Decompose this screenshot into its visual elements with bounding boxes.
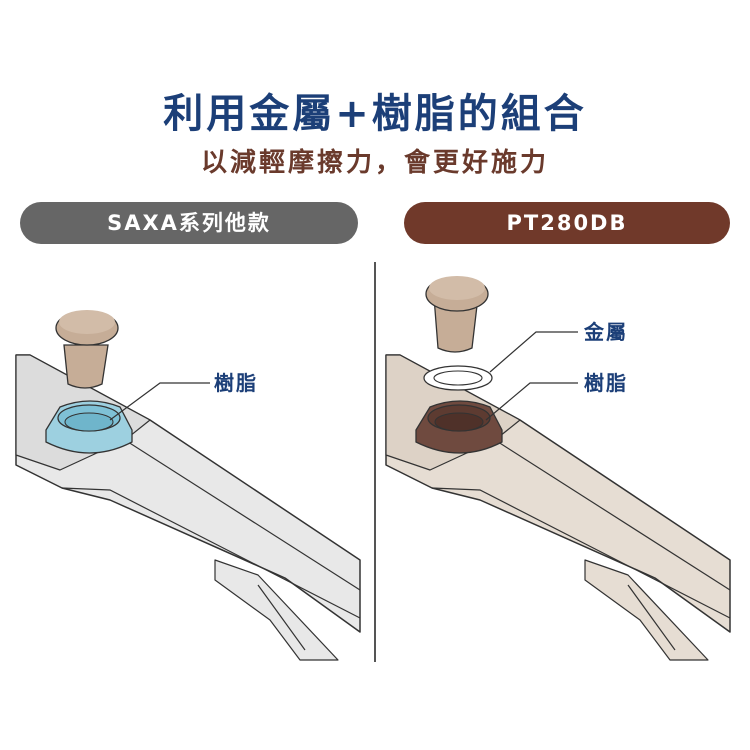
right-metal-callout: 金屬	[584, 320, 628, 344]
left-blade-edge-line	[61, 487, 361, 619]
left-handle-groove	[257, 584, 306, 651]
right-resin-bushing-hole	[434, 412, 484, 432]
right-blade-ridge	[494, 439, 731, 591]
left-pin-head-top	[59, 310, 115, 334]
right-metal-callout-line	[489, 331, 578, 373]
right-handle-groove	[627, 584, 676, 651]
left-panel-label: SAXA系列他款	[20, 202, 358, 244]
page-title: 利用金屬+樹脂的組合	[163, 91, 587, 137]
right-panel-label: PT280DB	[404, 202, 730, 244]
page-subtitle: 以減輕摩擦力，會更好施力	[200, 148, 549, 178]
right-resin-callout-line	[485, 382, 578, 421]
panel-divider	[374, 262, 376, 662]
left-resin-bushing-hole	[64, 412, 114, 432]
left-scissors-illustration	[15, 310, 361, 661]
left-resin-callout-line	[109, 382, 210, 421]
left-metal-pin	[63, 344, 109, 389]
right-scissors-illustration	[385, 276, 731, 661]
right-resin-callout: 樹脂	[584, 371, 628, 395]
left-blade-ridge	[124, 439, 361, 591]
right-pin-head-top	[429, 276, 485, 300]
right-blade-edge-line	[431, 487, 731, 619]
right-metal-washer-hole	[433, 370, 483, 386]
left-resin-callout: 樹脂	[214, 371, 258, 395]
